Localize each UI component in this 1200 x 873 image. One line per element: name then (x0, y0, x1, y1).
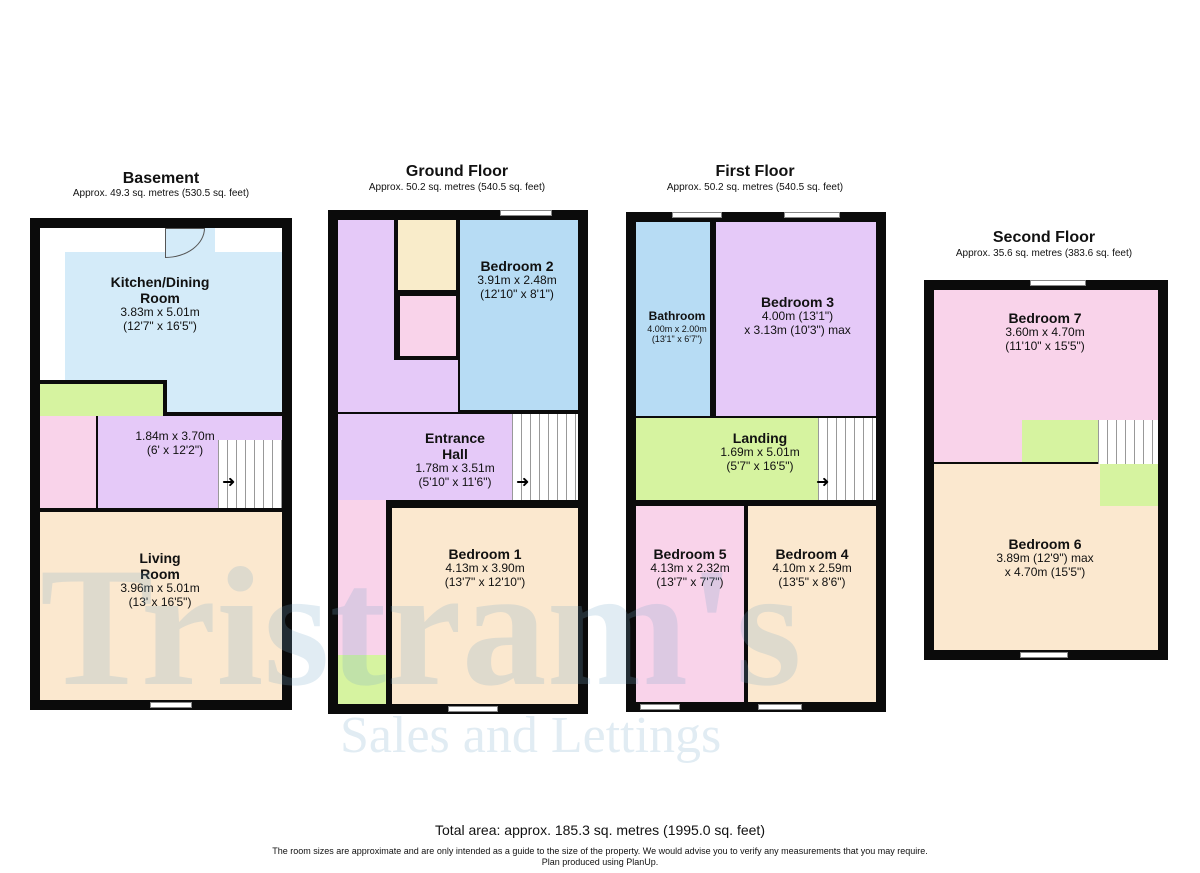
watermark-logo: Tristram's (40, 533, 802, 721)
window (1030, 280, 1086, 286)
floor-title: First Floor (715, 163, 795, 180)
floor-area: Approx. 49.3 sq. metres (530.5 sq. feet) (72, 188, 250, 199)
window (640, 704, 680, 710)
disclaimer: The room sizes are approximate and are o… (272, 846, 928, 856)
bedroom-5 (636, 506, 744, 702)
floor-title: Ground Floor (405, 163, 509, 180)
floor-area: Approx. 35.6 sq. metres (383.6 sq. feet) (955, 248, 1133, 259)
window (784, 212, 840, 218)
corridor (394, 360, 458, 412)
stairs (218, 440, 282, 508)
landing (1100, 464, 1158, 506)
window (672, 212, 722, 218)
shower-room (400, 296, 456, 356)
window (150, 702, 192, 708)
credit: Plan produced using PlanUp. (541, 857, 659, 867)
window (1020, 652, 1068, 658)
bathroom (636, 222, 710, 416)
bedroom-2 (460, 220, 578, 410)
stairs-arrow-icon: ➜ (516, 474, 530, 491)
floor-area: Approx. 50.2 sq. metres (540.5 sq. feet) (666, 182, 844, 193)
stairs (818, 418, 876, 500)
window (448, 706, 498, 712)
cupboard (40, 380, 167, 416)
watermark-tagline: Sales and Lettings (340, 707, 722, 764)
kitchen-door-area (165, 228, 215, 258)
store-room (40, 416, 96, 508)
floor-title: Second Floor (992, 229, 1096, 246)
living-room (40, 512, 282, 700)
stairs-arrow-icon: ➜ (816, 474, 830, 491)
total-area: Total area: approx. 185.3 sq. metres (19… (435, 822, 765, 838)
window (500, 210, 552, 216)
corridor (338, 220, 394, 412)
bedroom-1 (392, 508, 578, 704)
stairs-arrow-icon: ➜ (222, 474, 236, 491)
bedroom-3 (716, 222, 876, 416)
room-label: 1.84m x 3.70m(6' x 12'2") (135, 429, 215, 457)
floor-area: Approx. 50.2 sq. metres (540.5 sq. feet) (368, 182, 546, 193)
floor-title: Basement (122, 170, 200, 187)
landing (1022, 420, 1098, 462)
porch (338, 655, 386, 704)
stairs (512, 414, 578, 500)
hall-corridor (338, 500, 386, 655)
window (758, 704, 802, 710)
wc (398, 220, 456, 290)
bedroom-4 (748, 506, 876, 702)
